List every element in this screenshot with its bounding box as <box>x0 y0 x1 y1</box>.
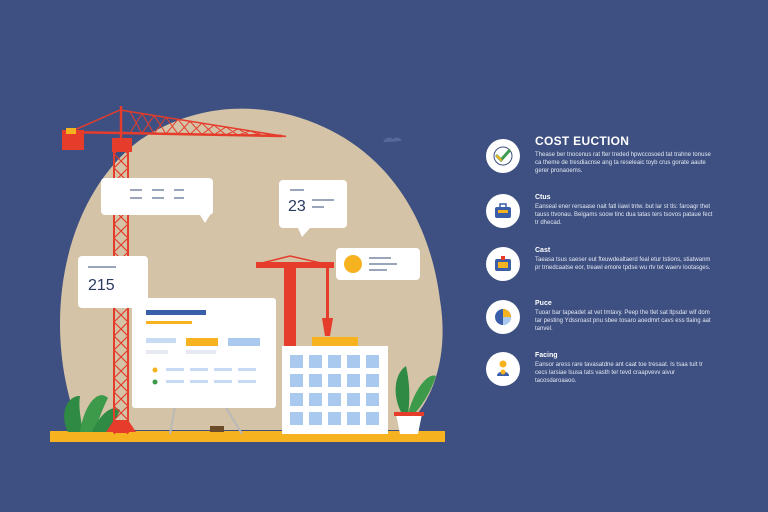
building-window <box>366 393 379 406</box>
cloud-icon <box>383 137 402 142</box>
bubble-left-value: 215 <box>88 277 115 294</box>
toolbox-icon <box>486 194 520 228</box>
feature-desc-5: Eansor aress rare tavasatdne ant caat to… <box>535 362 703 384</box>
feature-label-5: Facing <box>535 352 558 359</box>
feature-desc-4: Tuoar bar tapeadet at vet tmtavy. Peep t… <box>535 310 711 332</box>
building-window <box>328 412 341 425</box>
people-icon <box>486 352 520 386</box>
bubble-top-left <box>101 178 213 223</box>
building-window <box>366 374 379 387</box>
building-window <box>328 355 341 368</box>
bubble-top-value: 23 <box>288 198 306 215</box>
feature-label-2: Ctus <box>535 194 551 201</box>
feature-label-3: Cast <box>535 247 551 254</box>
building-window <box>290 355 303 368</box>
bubble-left-number: 215 <box>78 256 148 308</box>
feature-desc-3: Taeasa tsus saeser eut fteuwdealtaerd fe… <box>535 257 711 271</box>
building-window <box>290 374 303 387</box>
plant-left <box>64 395 120 432</box>
toolbox-icon <box>486 247 520 281</box>
building-window <box>328 374 341 387</box>
panel-title: COST EUCTION <box>535 134 630 148</box>
building-window <box>347 412 360 425</box>
tool-box <box>210 426 224 432</box>
building-window <box>347 393 360 406</box>
building-window <box>347 374 360 387</box>
bubble-top-number: 23 <box>279 180 347 237</box>
building-window <box>309 393 322 406</box>
building-window <box>347 355 360 368</box>
feature-desc-2: Eanseal ener rersaase nait fatl iiawi tn… <box>535 204 713 226</box>
building-window <box>309 412 322 425</box>
potted-plant <box>394 366 436 434</box>
pie-chart-icon <box>486 300 520 334</box>
feature-label-4: Puce <box>535 300 552 307</box>
building-window <box>309 355 322 368</box>
checkmark-icon <box>486 139 520 173</box>
building-window <box>290 412 303 425</box>
building-window <box>309 374 322 387</box>
building-window <box>290 393 303 406</box>
building-window <box>366 412 379 425</box>
building <box>282 337 388 434</box>
building-window <box>366 355 379 368</box>
building-window <box>328 393 341 406</box>
dashboard-board <box>132 298 276 435</box>
feature-desc-1: Thease ber tnocenus rat fter treded hpwc… <box>535 152 711 174</box>
ground-strip <box>50 431 445 442</box>
sun-icon <box>344 255 362 273</box>
bubble-sun <box>336 248 420 280</box>
